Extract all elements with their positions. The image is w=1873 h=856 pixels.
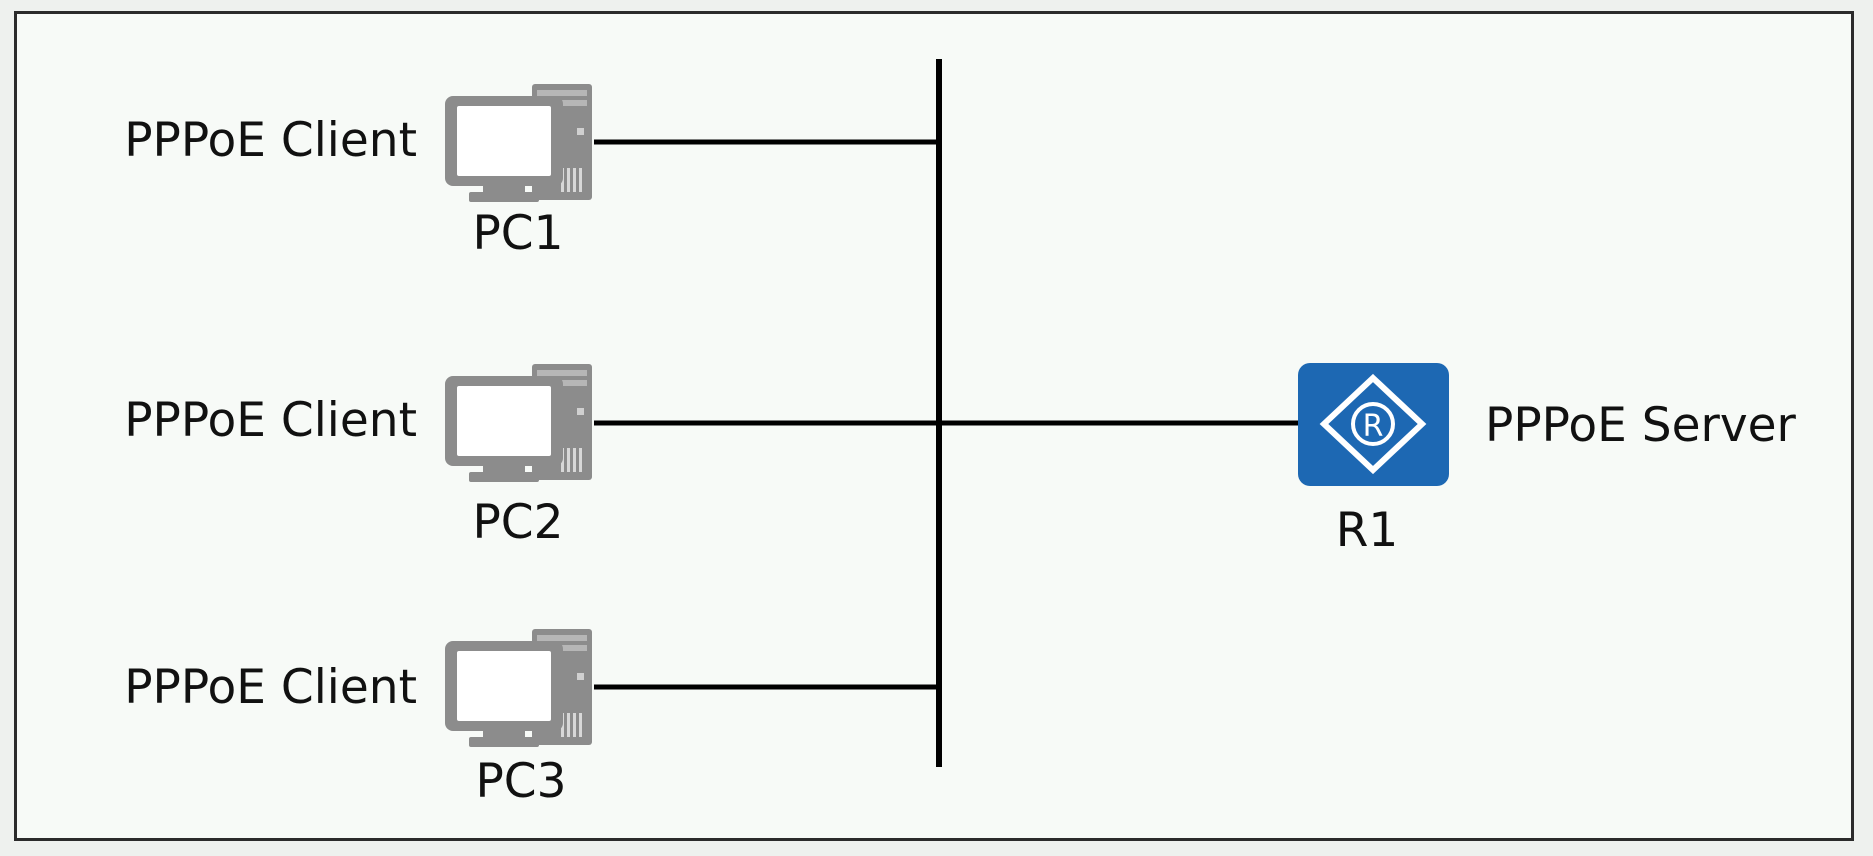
client-pc2[interactable]: PPPoE Client PC2 bbox=[124, 364, 592, 550]
client-pc1[interactable]: PPPoE Client PC1 bbox=[124, 84, 592, 261]
links bbox=[594, 59, 1298, 767]
client-role-label: PPPoE Client bbox=[124, 393, 417, 448]
pc-icon bbox=[445, 629, 592, 747]
svg-text:R: R bbox=[1363, 409, 1384, 444]
client-name-label: PC3 bbox=[475, 754, 566, 809]
client-name-label: PC1 bbox=[472, 206, 563, 261]
pc-icon bbox=[445, 84, 592, 202]
pc-icon bbox=[445, 364, 592, 482]
client-role-label: PPPoE Client bbox=[124, 660, 417, 715]
client-name-label: PC2 bbox=[472, 495, 563, 550]
diagram-frame bbox=[14, 11, 1854, 841]
server-role-label: PPPoE Server bbox=[1485, 398, 1797, 453]
server-r1[interactable]: R PPPoE Server R1 bbox=[1298, 363, 1797, 558]
client-role-label: PPPoE Client bbox=[124, 113, 417, 168]
server-name-label: R1 bbox=[1336, 503, 1399, 558]
router-icon: R bbox=[1298, 363, 1449, 486]
client-pc3[interactable]: PPPoE Client PC3 bbox=[124, 629, 592, 809]
